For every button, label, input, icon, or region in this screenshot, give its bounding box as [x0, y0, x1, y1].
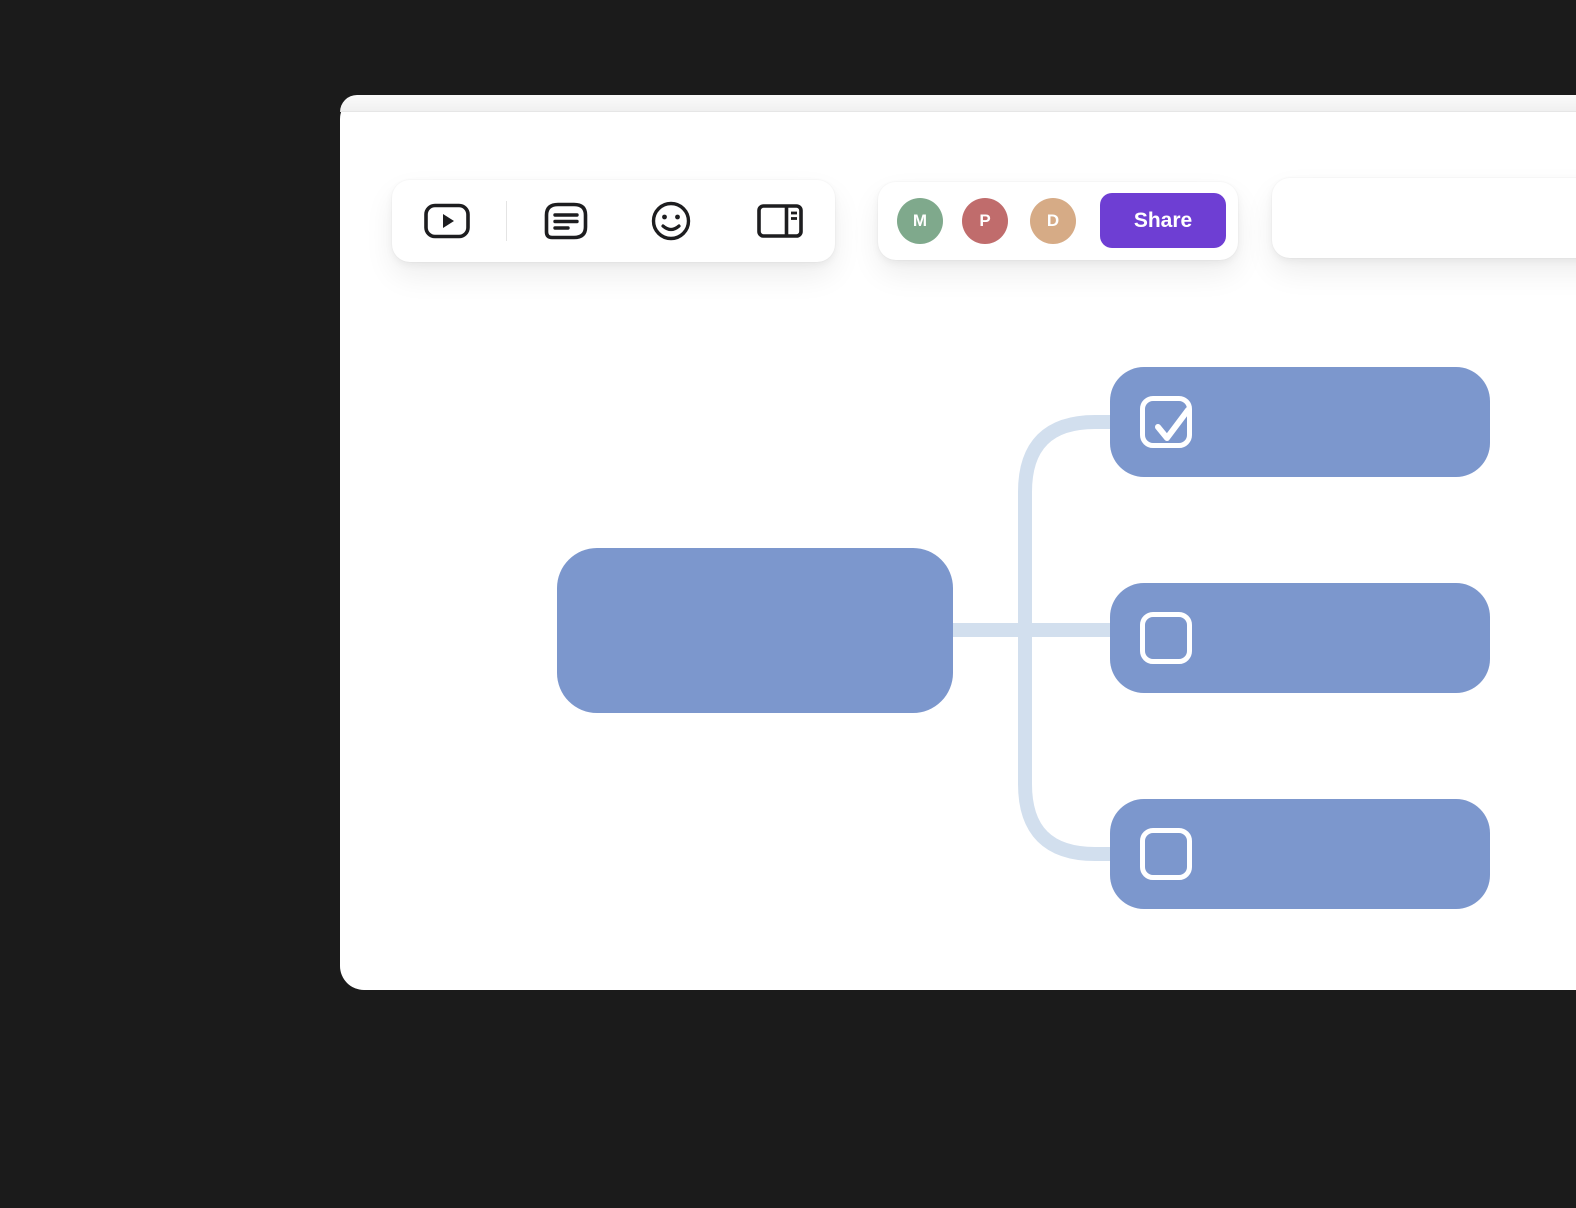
checkmark-icon: [1155, 407, 1191, 441]
mindmap-root-node[interactable]: [557, 548, 953, 713]
window-title-strip: [340, 95, 1576, 112]
checkbox-unchecked[interactable]: [1140, 828, 1192, 880]
mindmap-child-node-2[interactable]: [1110, 583, 1490, 693]
layout-sidebar-button[interactable]: [757, 198, 803, 244]
mindmap-child-node-3[interactable]: [1110, 799, 1490, 909]
text-note-button[interactable]: [543, 198, 589, 244]
video-icon: [424, 203, 470, 239]
emoji-icon: [651, 201, 691, 241]
mindmap-child-node-1[interactable]: [1110, 367, 1490, 477]
avatar-m[interactable]: M: [897, 198, 943, 244]
checkbox-checked[interactable]: [1140, 396, 1192, 448]
layout-sidebar-icon: [757, 204, 803, 238]
secondary-toolbar: [1272, 178, 1576, 258]
avatar-d[interactable]: D: [1030, 198, 1076, 244]
tools-toolbar: [392, 180, 835, 262]
text-note-icon: [544, 202, 588, 240]
share-button[interactable]: Share: [1100, 193, 1226, 248]
toolbar-divider: [506, 201, 507, 241]
checkbox-unchecked[interactable]: [1140, 612, 1192, 664]
collab-toolbar: M P D Share: [878, 182, 1238, 260]
video-button[interactable]: [424, 198, 470, 244]
emoji-button[interactable]: [648, 198, 694, 244]
avatar-p[interactable]: P: [962, 198, 1008, 244]
